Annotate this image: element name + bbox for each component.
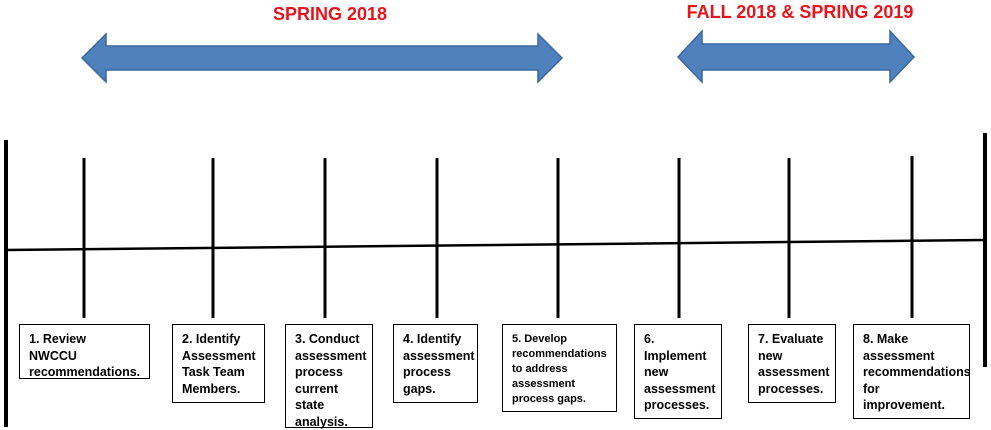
fall-spring-double-arrow (676, 29, 916, 84)
step-box-6: 6. Implement new assessment processes. (634, 324, 722, 419)
timeline-axis-line (5, 238, 986, 252)
spring-2018-double-arrow (80, 32, 564, 84)
period-label-spring-2018: SPRING 2018 (272, 4, 388, 24)
step-box-5: 5. Develop recommendations to address as… (502, 324, 617, 412)
step-box-4: 4. Identify assessment process gaps. (393, 324, 478, 403)
timeline-ticks (82, 156, 914, 318)
step-box-1: 1. Review NWCCU recommendations. (19, 324, 150, 379)
step-box-7: 7. Evaluate new assessment processes. (748, 324, 836, 403)
step-box-8: 8. Make assessment recommendations for i… (853, 324, 971, 419)
step-box-3: 3. Conduct assessment process current st… (285, 324, 373, 429)
step-box-2: 2. Identify Assessment Task Team Members… (172, 324, 265, 403)
period-label-fall-spring: FALL 2018 & SPRING 2019 (686, 2, 914, 22)
